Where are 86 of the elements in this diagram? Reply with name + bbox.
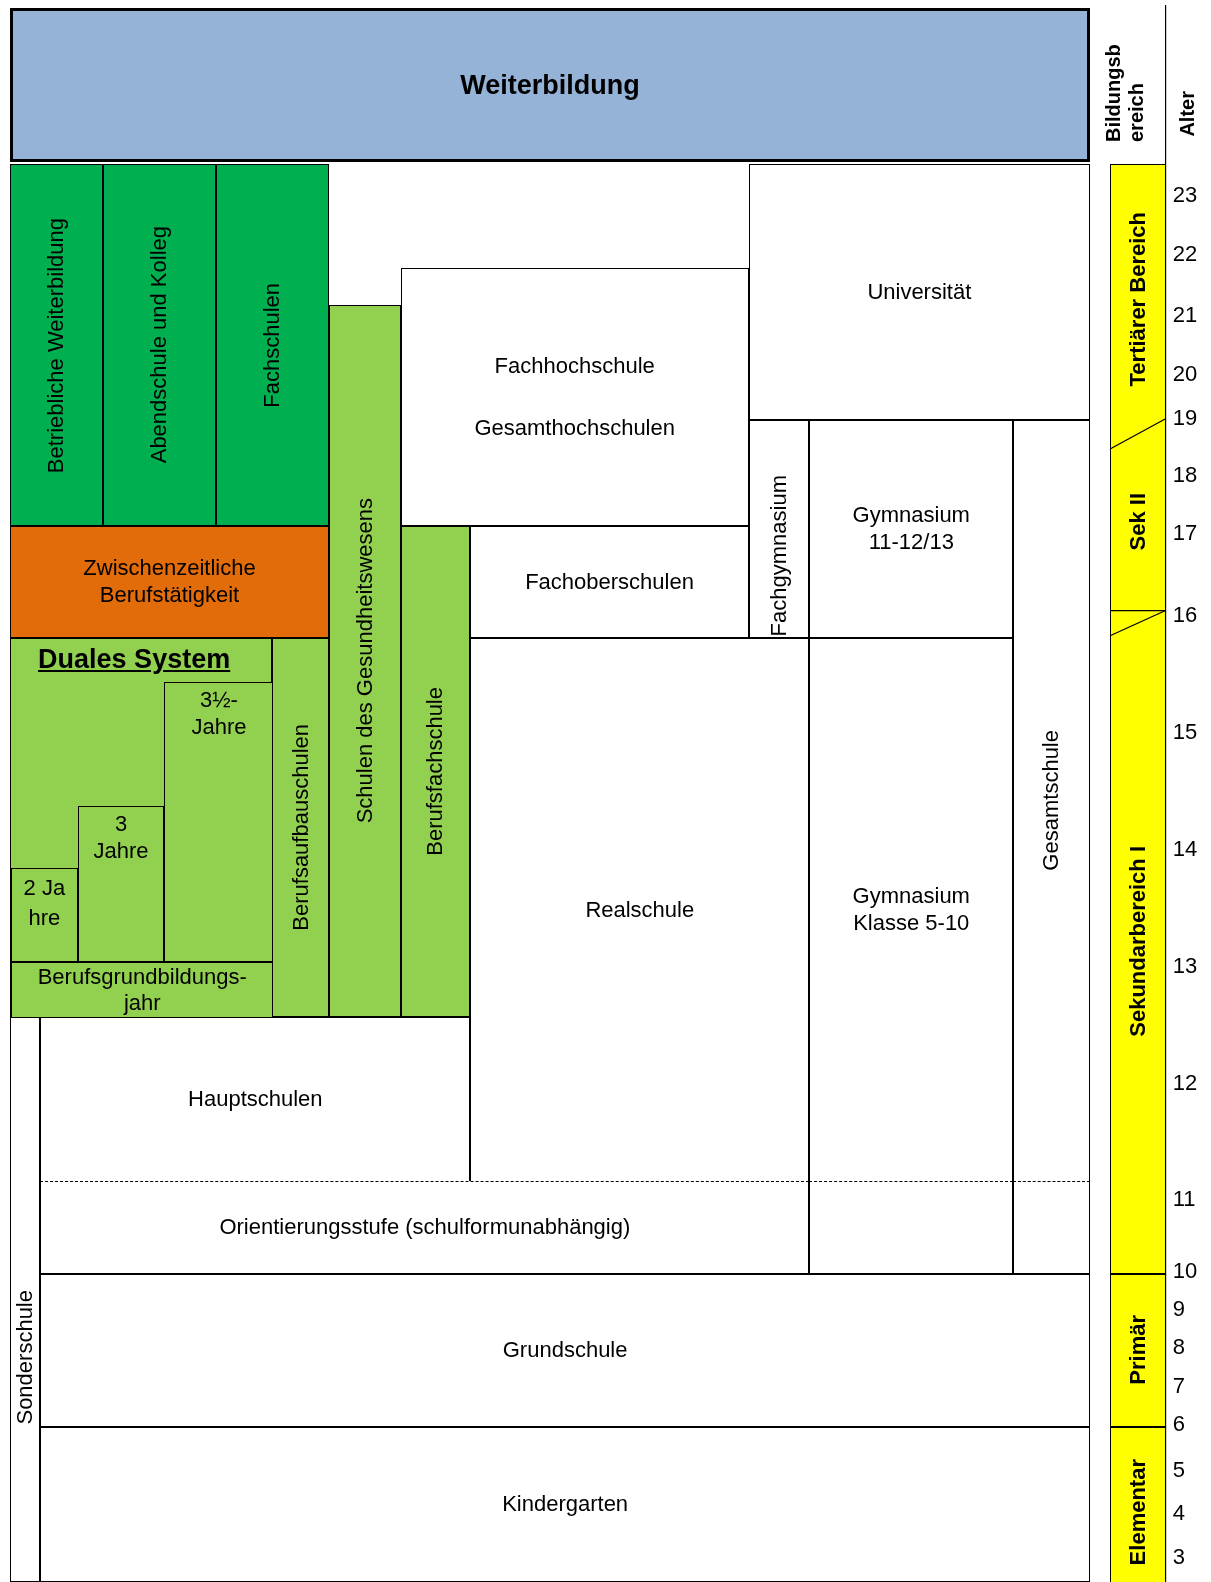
school-box [40, 1180, 810, 1274]
school-box [11, 961, 274, 1019]
school-box [10, 637, 273, 1018]
school-name: Universität [867, 278, 972, 306]
school-box [272, 637, 329, 1018]
school-name: Orientierungsstufe (schulformunabhängig) [219, 1213, 631, 1241]
age-number: 19 [1172, 406, 1198, 429]
level-label: Sek II [1124, 493, 1151, 551]
age-number: 23 [1172, 183, 1198, 206]
school-name: Fachhochschule [494, 352, 655, 380]
school-name: Berufsgrundbildungs- jahr [36, 963, 248, 1017]
school-name: Fachschulen [259, 282, 286, 408]
school-box [40, 1426, 1090, 1582]
school-name: Sonderschule [12, 1290, 38, 1425]
school-name: Kindergarten [502, 1491, 629, 1518]
school-box [215, 164, 329, 526]
school-name: Gesamtschule [1038, 730, 1065, 872]
school-box [1013, 419, 1090, 1181]
school-box [748, 164, 1090, 420]
age-number: 11 [1172, 1187, 1196, 1210]
school-name: 2 Jahre [23, 873, 66, 932]
school-name: Schulen des Gesundheitswesens [351, 498, 378, 824]
school-box [40, 1273, 1090, 1427]
age-number: 15 [1172, 720, 1198, 743]
level-label: Primär [1124, 1315, 1151, 1386]
age-number: 7 [1172, 1374, 1185, 1397]
school-box [10, 525, 329, 638]
education-level-band [1110, 610, 1166, 1274]
education-level-band [1110, 1426, 1166, 1582]
school-box [10, 1017, 41, 1582]
age-number: 18 [1172, 464, 1198, 487]
school-name: Gymnasium Klasse 5-10 [851, 883, 971, 937]
school-name: Fachoberschulen [525, 568, 694, 595]
age-number: 9 [1172, 1297, 1185, 1320]
school-box [470, 637, 810, 1181]
school-box [10, 164, 103, 526]
school-name: Zwischenzeitliche Berufstätigkeit [82, 555, 257, 609]
column-heading: Alter [1176, 90, 1197, 137]
school-name: Abendschule und Kolleg [146, 226, 173, 464]
school-name: 3½- Jahre [190, 687, 248, 740]
age-number: 22 [1172, 243, 1198, 266]
level-label: Tertiärer Bereich [1124, 212, 1151, 387]
school-box [102, 164, 216, 526]
education-level-band [1110, 433, 1166, 611]
age-number: 17 [1172, 521, 1198, 544]
school-box [77, 806, 165, 962]
school-name: Weiterbildung [460, 69, 640, 102]
header-box [10, 8, 1090, 163]
age-number: 16 [1172, 603, 1198, 626]
school-box [11, 867, 78, 962]
age-number: 12 [1172, 1071, 1198, 1094]
level-label: Elementar [1124, 1458, 1151, 1565]
age-number: 20 [1172, 363, 1198, 386]
education-level-band [1110, 1273, 1166, 1427]
age-number: 3 [1172, 1546, 1185, 1569]
school-name: Grundschule [502, 1337, 628, 1364]
column-heading: Bildungsbereich [1102, 43, 1148, 143]
level-label: Sekundarbereich I [1124, 846, 1151, 1037]
school-name: Realschule [585, 896, 695, 923]
school-box [809, 637, 1014, 1181]
school-name: Gesamthochschulen [474, 415, 675, 442]
school-name: Berufsaufbauschulen [287, 724, 314, 931]
age-number: 4 [1172, 1501, 1185, 1524]
school-name: 3 Jahre [92, 811, 150, 865]
school-name: Fachgymnasium [765, 475, 792, 637]
school-box [748, 419, 810, 638]
school-name: Gymnasium 11-12/13 [851, 502, 971, 556]
school-name: Hauptschulen [188, 1086, 323, 1113]
school-box [809, 419, 1014, 638]
school-name: Berufsfachschule [422, 687, 449, 856]
school-box [164, 682, 274, 962]
age-number: 13 [1172, 954, 1198, 977]
school-box [40, 1017, 471, 1181]
panel-heading: Duales System [38, 642, 231, 676]
school-box [400, 525, 471, 1018]
age-number: 10 [1172, 1259, 1198, 1282]
age-number: 5 [1172, 1459, 1185, 1482]
age-number: 6 [1172, 1412, 1185, 1435]
age-number: 21 [1172, 303, 1198, 326]
school-box [400, 268, 749, 526]
school-name: Betriebliche Weiterbildung [43, 217, 70, 473]
age-number: 14 [1172, 837, 1198, 860]
school-box [329, 304, 401, 1018]
school-box [470, 525, 749, 638]
age-number: 8 [1172, 1336, 1185, 1359]
education-level-band [1110, 164, 1166, 434]
